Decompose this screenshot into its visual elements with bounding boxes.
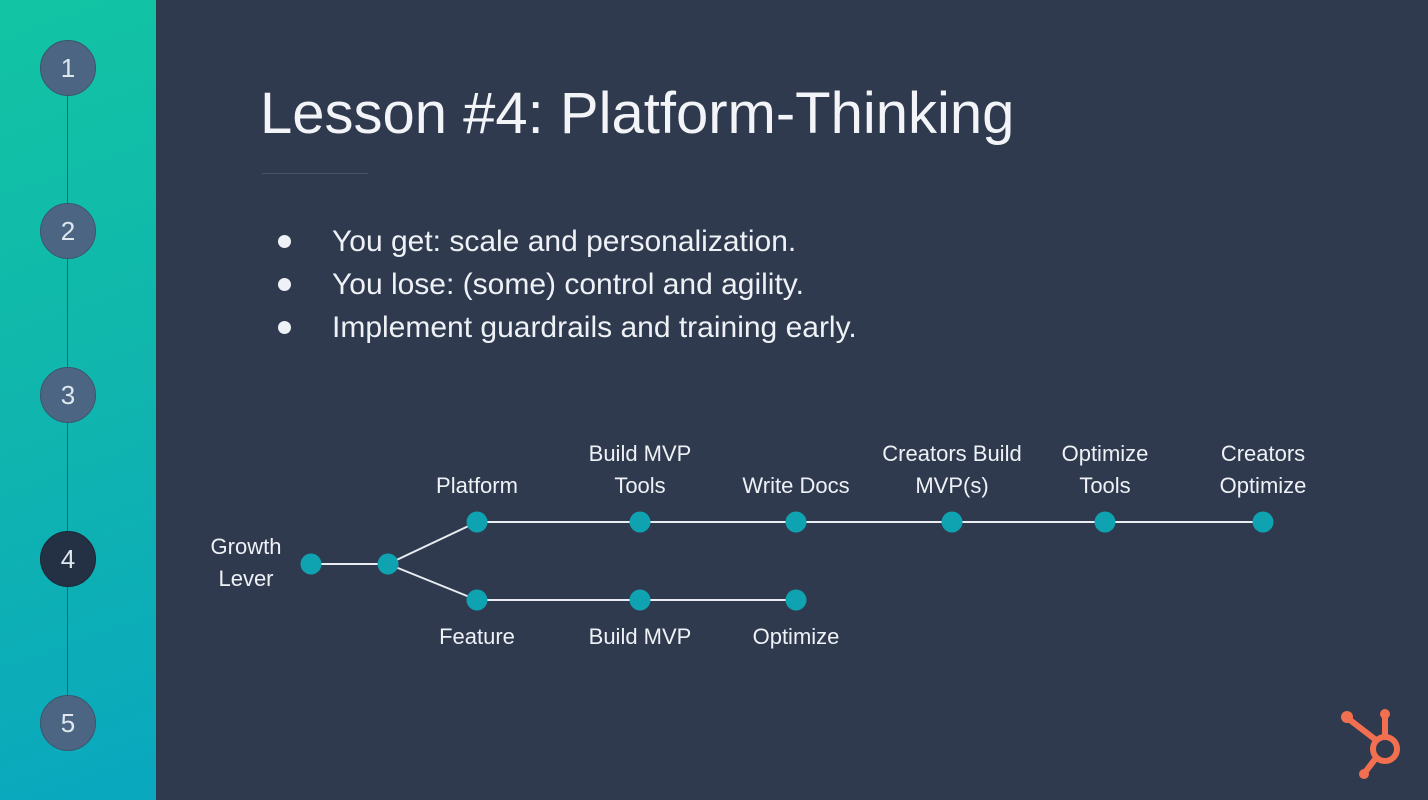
node-label-feature: Feature (439, 624, 515, 649)
slide-title: Lesson #4: Platform-Thinking (260, 81, 1015, 146)
node-label-platform: Platform (436, 473, 518, 498)
node-label-line: Optimize (1220, 473, 1307, 498)
node-label-line: Growth (211, 534, 282, 559)
node-label-line: Creators (1221, 441, 1305, 466)
bullet-dot-icon (278, 235, 291, 248)
step-3[interactable]: 3 (40, 367, 96, 423)
node-feature (466, 589, 488, 611)
node-label-build-mvp-tools: Build MVP Tools (589, 441, 692, 498)
node-label-write-docs: Write Docs (742, 473, 849, 498)
node-label-line: Build MVP (589, 441, 692, 466)
node-label-line: Optimize (753, 624, 840, 649)
node-label-line: Platform (436, 473, 518, 498)
node-label-line: Write Docs (742, 473, 849, 498)
node-platform (466, 511, 488, 533)
node-label-line: Tools (614, 473, 665, 498)
node-label-line: Creators Build (882, 441, 1021, 466)
edge-branch-point-to-feature (387, 563, 478, 601)
step-5[interactable]: 5 (40, 695, 96, 751)
node-label-optimize: Optimize (753, 624, 840, 649)
node-creators-optimize (1252, 511, 1274, 533)
bullet-text: You lose: (some) control and agility. (332, 268, 804, 301)
node-label-line: Optimize (1062, 441, 1149, 466)
node-creators-build-mvps (941, 511, 963, 533)
node-label-line: Build MVP (589, 624, 692, 649)
step-1[interactable]: 1 (40, 40, 96, 96)
node-optimize (785, 589, 807, 611)
node-label-line: MVP(s) (915, 473, 988, 498)
node-write-docs (785, 511, 807, 533)
node-growth-lever (300, 553, 322, 575)
node-build-mvp (629, 589, 651, 611)
node-branch-point (377, 553, 399, 575)
hubspot-sprocket-icon (1341, 709, 1400, 779)
step-4-active[interactable]: 4 (40, 531, 96, 587)
node-label-line: Feature (439, 624, 515, 649)
progress-sidebar: 1 2 3 4 5 (0, 0, 156, 800)
bullet-dot-icon (278, 278, 291, 291)
node-optimize-tools (1094, 511, 1116, 533)
step-2[interactable]: 2 (40, 203, 96, 259)
bullet-text: You get: scale and personalization. (332, 225, 797, 258)
edge-branch-point-to-platform (387, 521, 478, 565)
bullet-text: Implement guardrails and training early. (332, 311, 857, 344)
node-build-mvp-tools (629, 511, 651, 533)
node-label-build-mvp: Build MVP (589, 624, 692, 649)
node-label-line: Lever (218, 566, 273, 591)
bullet-dot-icon (278, 321, 291, 334)
node-label-line: Tools (1079, 473, 1130, 498)
title-underline (262, 173, 368, 174)
